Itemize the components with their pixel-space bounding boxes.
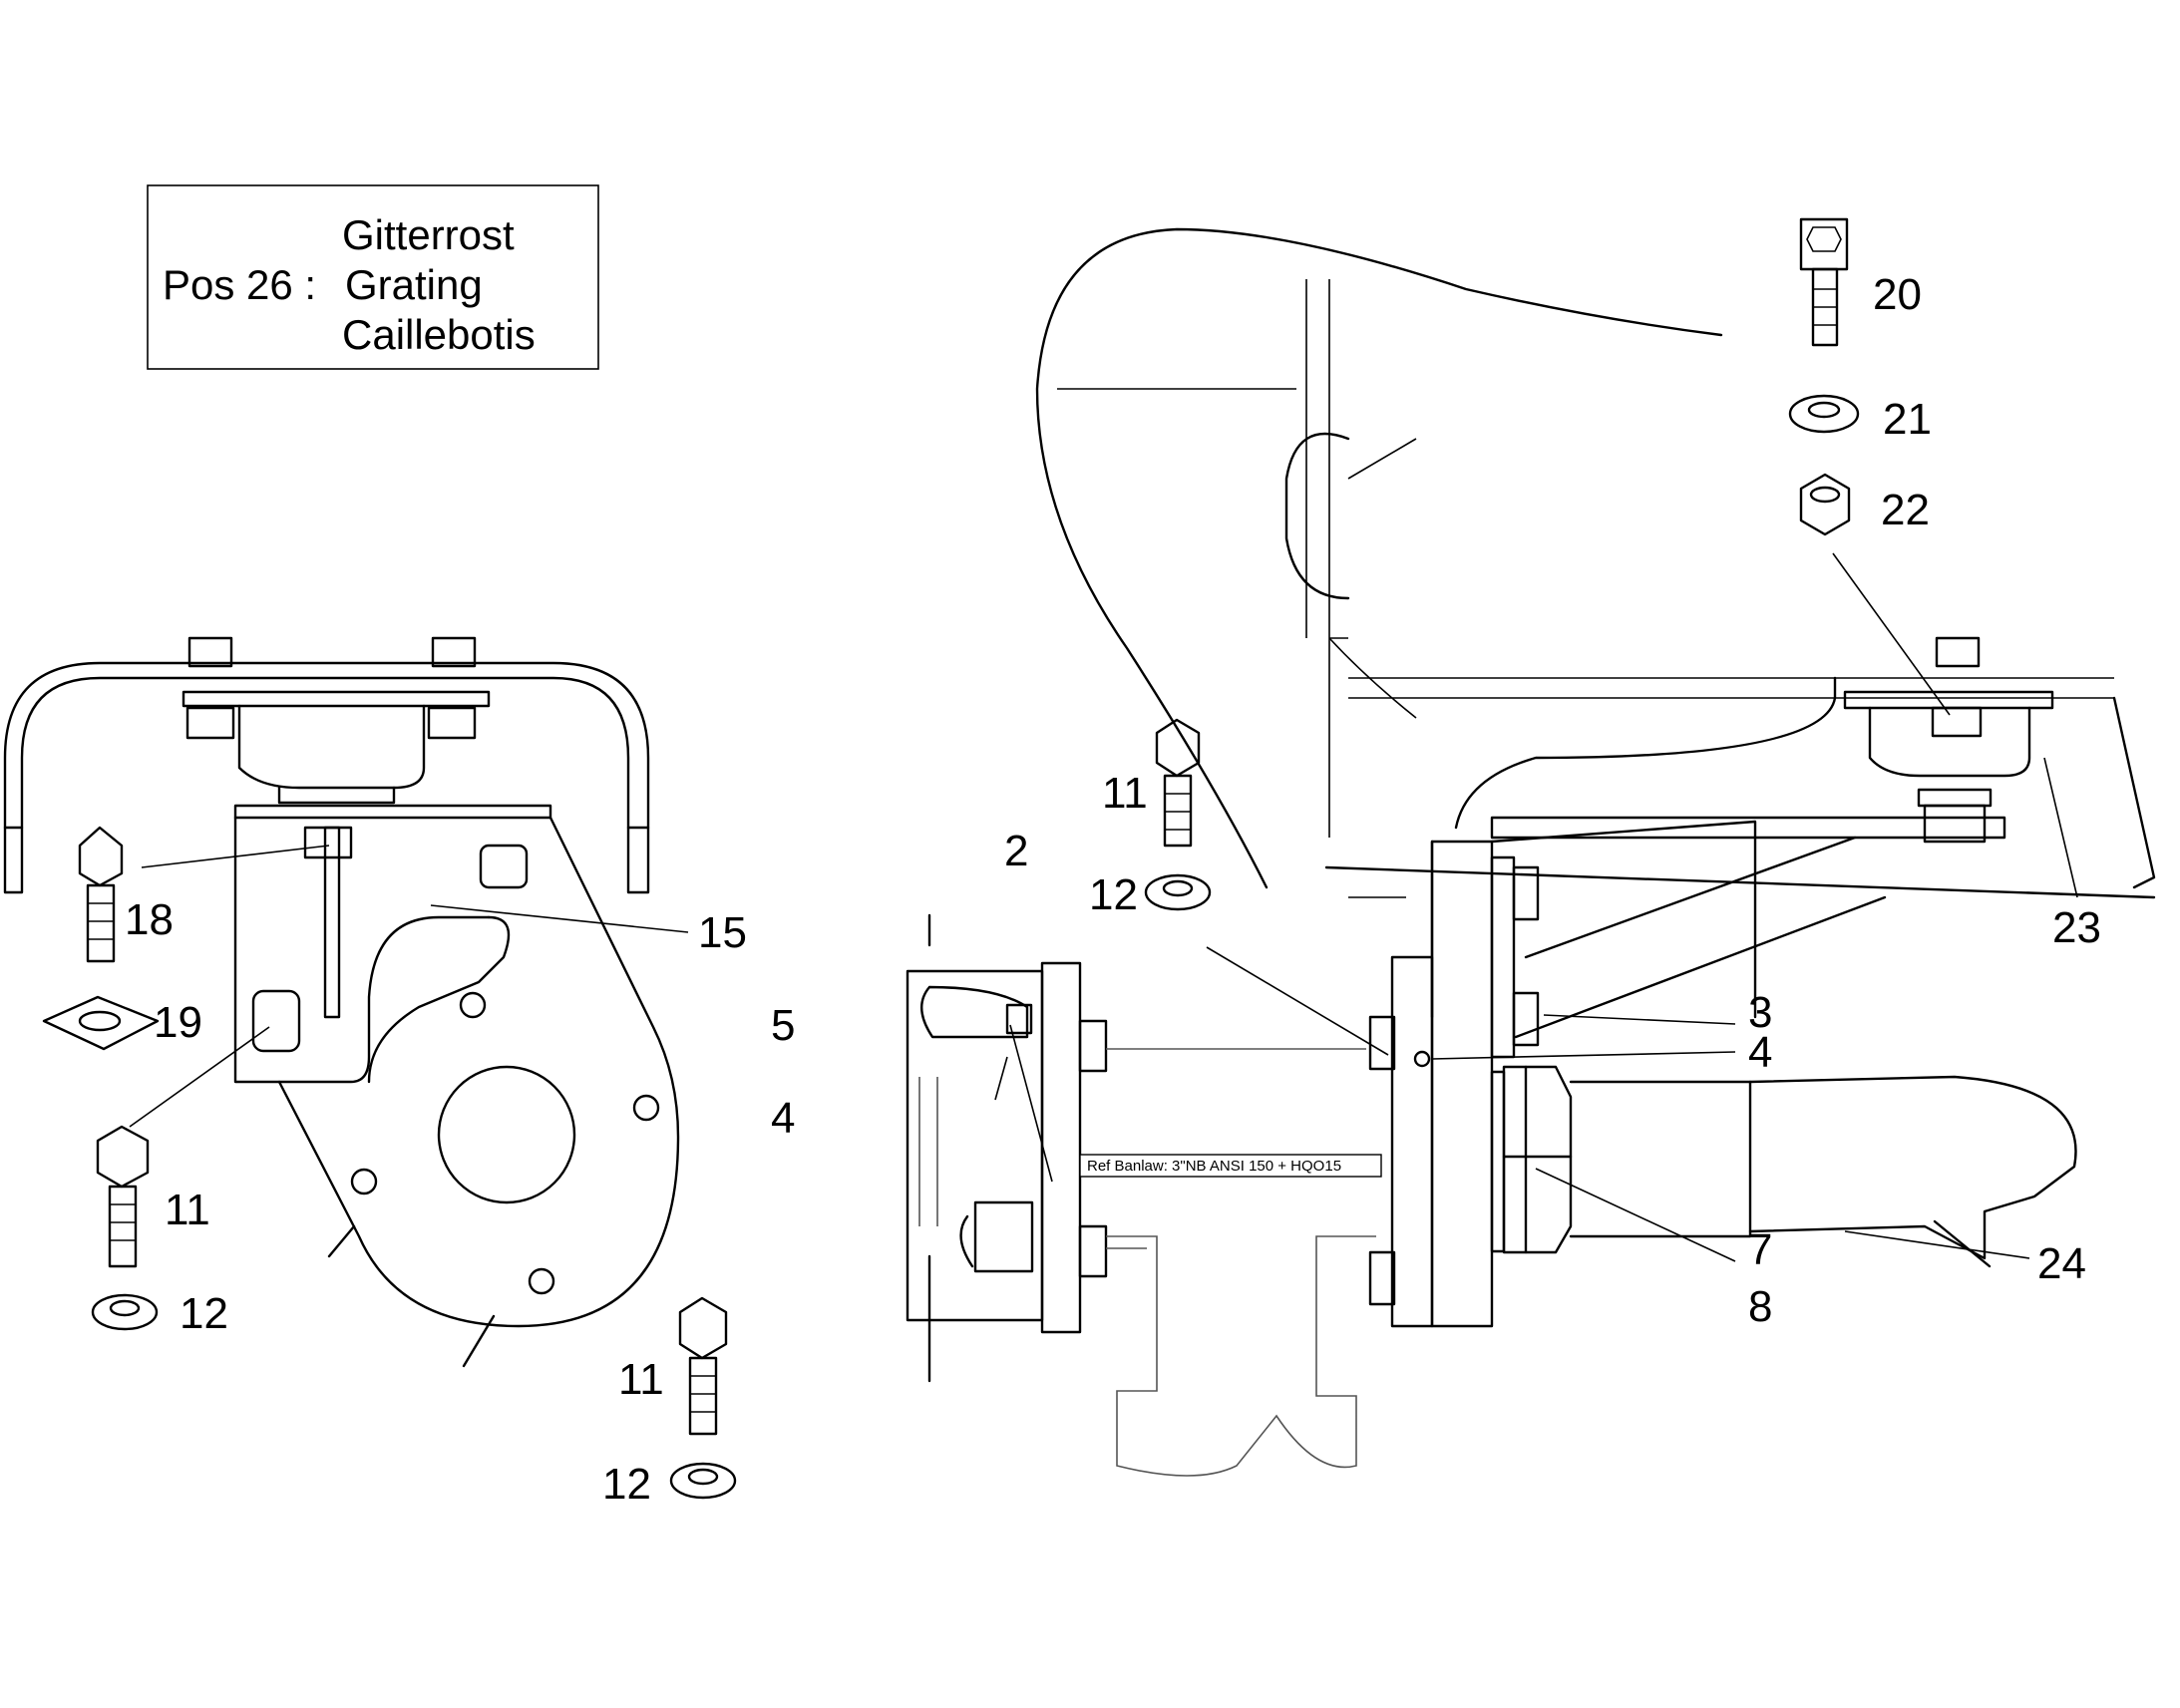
- vessel-grating: [1035, 227, 2156, 899]
- legend-line-en: Grating: [345, 261, 483, 308]
- callout-2: 2: [1004, 827, 1028, 875]
- legend-line-de: Gitterrost: [342, 211, 515, 258]
- callout-3: 3: [1748, 988, 1772, 1037]
- center-hardware: [669, 718, 1212, 1500]
- callout-12-left: 12: [180, 1289, 228, 1338]
- callout-7: 7: [1748, 1225, 1772, 1274]
- callout-11-left: 11: [165, 1186, 210, 1234]
- callout-11-center-bottom: 11: [618, 1355, 664, 1404]
- callout-8: 8: [1748, 1282, 1772, 1331]
- callout-12-center-top: 12: [1089, 870, 1138, 919]
- callout-18: 18: [125, 895, 174, 944]
- callout-22: 22: [1881, 486, 1930, 534]
- right-hardware: [1788, 217, 1860, 536]
- callout-5: 5: [771, 1001, 795, 1050]
- legend-line-fr: Caillebotis: [342, 311, 536, 358]
- reference-note: Ref Banlaw: 3"NB ANSI 150 + HQO15: [1087, 1158, 1341, 1175]
- callout-12-center-bottom: 12: [602, 1460, 651, 1509]
- callout-11-center-top: 11: [1102, 769, 1148, 818]
- callout-19: 19: [154, 998, 202, 1047]
- flange-hose-assembly: [1206, 816, 2077, 1328]
- callout-21: 21: [1883, 395, 1932, 444]
- legend-pos-label: Pos 26 :: [163, 261, 316, 308]
- callout-24: 24: [2037, 1239, 2086, 1288]
- callout-23: 23: [2052, 903, 2101, 952]
- callout-4-right: 4: [1748, 1028, 1772, 1077]
- left-hardware: [42, 826, 160, 1331]
- callout-15: 15: [698, 908, 747, 957]
- callout-20: 20: [1873, 270, 1922, 319]
- callout-4-left: 4: [771, 1094, 795, 1143]
- left-bracket-assembly: [3, 636, 689, 1368]
- callout-labels: 2 3 4 4 5 7 8 11 11 11 12 12 12 15 18 19…: [125, 270, 2101, 1509]
- coupling-assembly: Ref Banlaw: 3"NB ANSI 150 + HQO15: [906, 913, 1382, 1477]
- legend-box: Gitterrost Pos 26 : Grating Caillebotis: [147, 184, 599, 370]
